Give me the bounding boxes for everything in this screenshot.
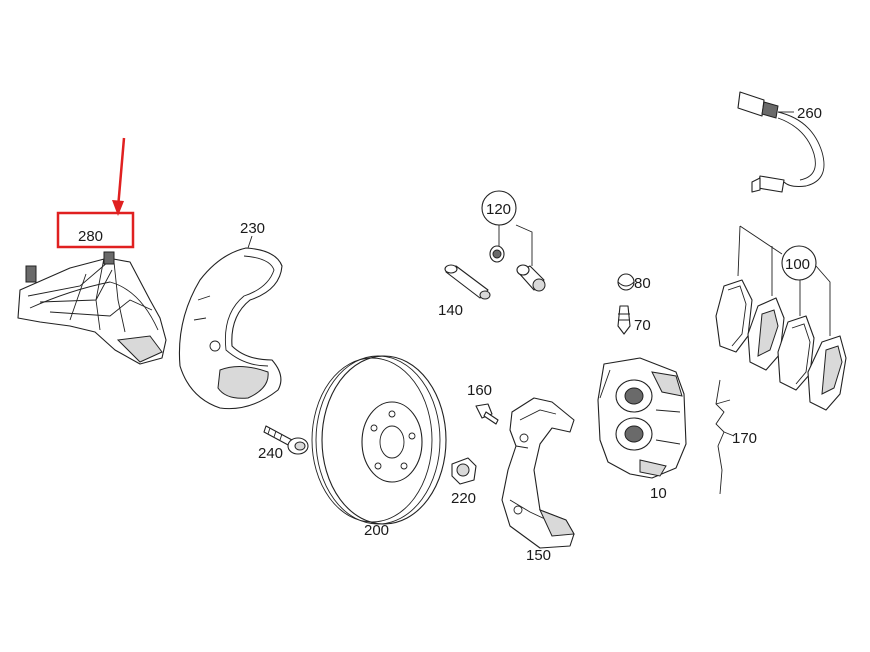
label-220: 220: [451, 490, 476, 507]
label-280: 280: [78, 228, 103, 245]
label-120: 120: [486, 201, 511, 218]
part-160-bolt[interactable]: [475, 403, 499, 425]
leader-230: [247, 235, 253, 249]
part-280-splash-guard[interactable]: [17, 251, 167, 365]
part-230-brake-shield[interactable]: [178, 247, 283, 410]
part-100-brake-pad-3[interactable]: [777, 315, 815, 391]
label-100: 100: [785, 256, 810, 273]
highlight-arrow: [116, 137, 126, 209]
label-80: 80: [634, 275, 651, 292]
part-140-guide-pin[interactable]: [444, 264, 491, 300]
part-240-bolt[interactable]: [263, 425, 309, 455]
label-200: 200: [364, 522, 389, 539]
part-120-bushing-small[interactable]: [489, 245, 505, 263]
part-100-brake-pad-1[interactable]: [715, 279, 753, 353]
highlight-arrowhead: [112, 200, 124, 216]
part-120-bushing-large[interactable]: [516, 264, 546, 292]
label-260: 260: [797, 105, 822, 122]
callout-100: [737, 225, 831, 336]
part-80-cap[interactable]: [617, 273, 635, 291]
part-260-wear-sensor[interactable]: [737, 91, 825, 193]
part-100-brake-pad-2[interactable]: [747, 297, 785, 371]
part-200-brake-disc[interactable]: [311, 355, 447, 525]
highlight-box: [56, 211, 135, 249]
part-220-nut[interactable]: [451, 457, 477, 485]
part-70-bleeder-valve[interactable]: [617, 305, 631, 335]
label-140: 140: [438, 302, 463, 319]
callout-120: [481, 190, 533, 266]
part-150-caliper-bracket[interactable]: [501, 397, 575, 549]
label-10: 10: [650, 485, 667, 502]
highlight-marker: [56, 137, 135, 249]
label-70: 70: [634, 317, 651, 334]
label-170: 170: [732, 430, 757, 447]
label-230: 230: [240, 220, 265, 237]
part-10-brake-caliper[interactable]: [597, 357, 687, 479]
part-170-spring-clip[interactable]: [715, 379, 735, 495]
label-240: 240: [258, 445, 283, 462]
label-160: 160: [467, 382, 492, 399]
label-150: 150: [526, 547, 551, 564]
part-100-brake-pad-4[interactable]: [807, 335, 847, 411]
